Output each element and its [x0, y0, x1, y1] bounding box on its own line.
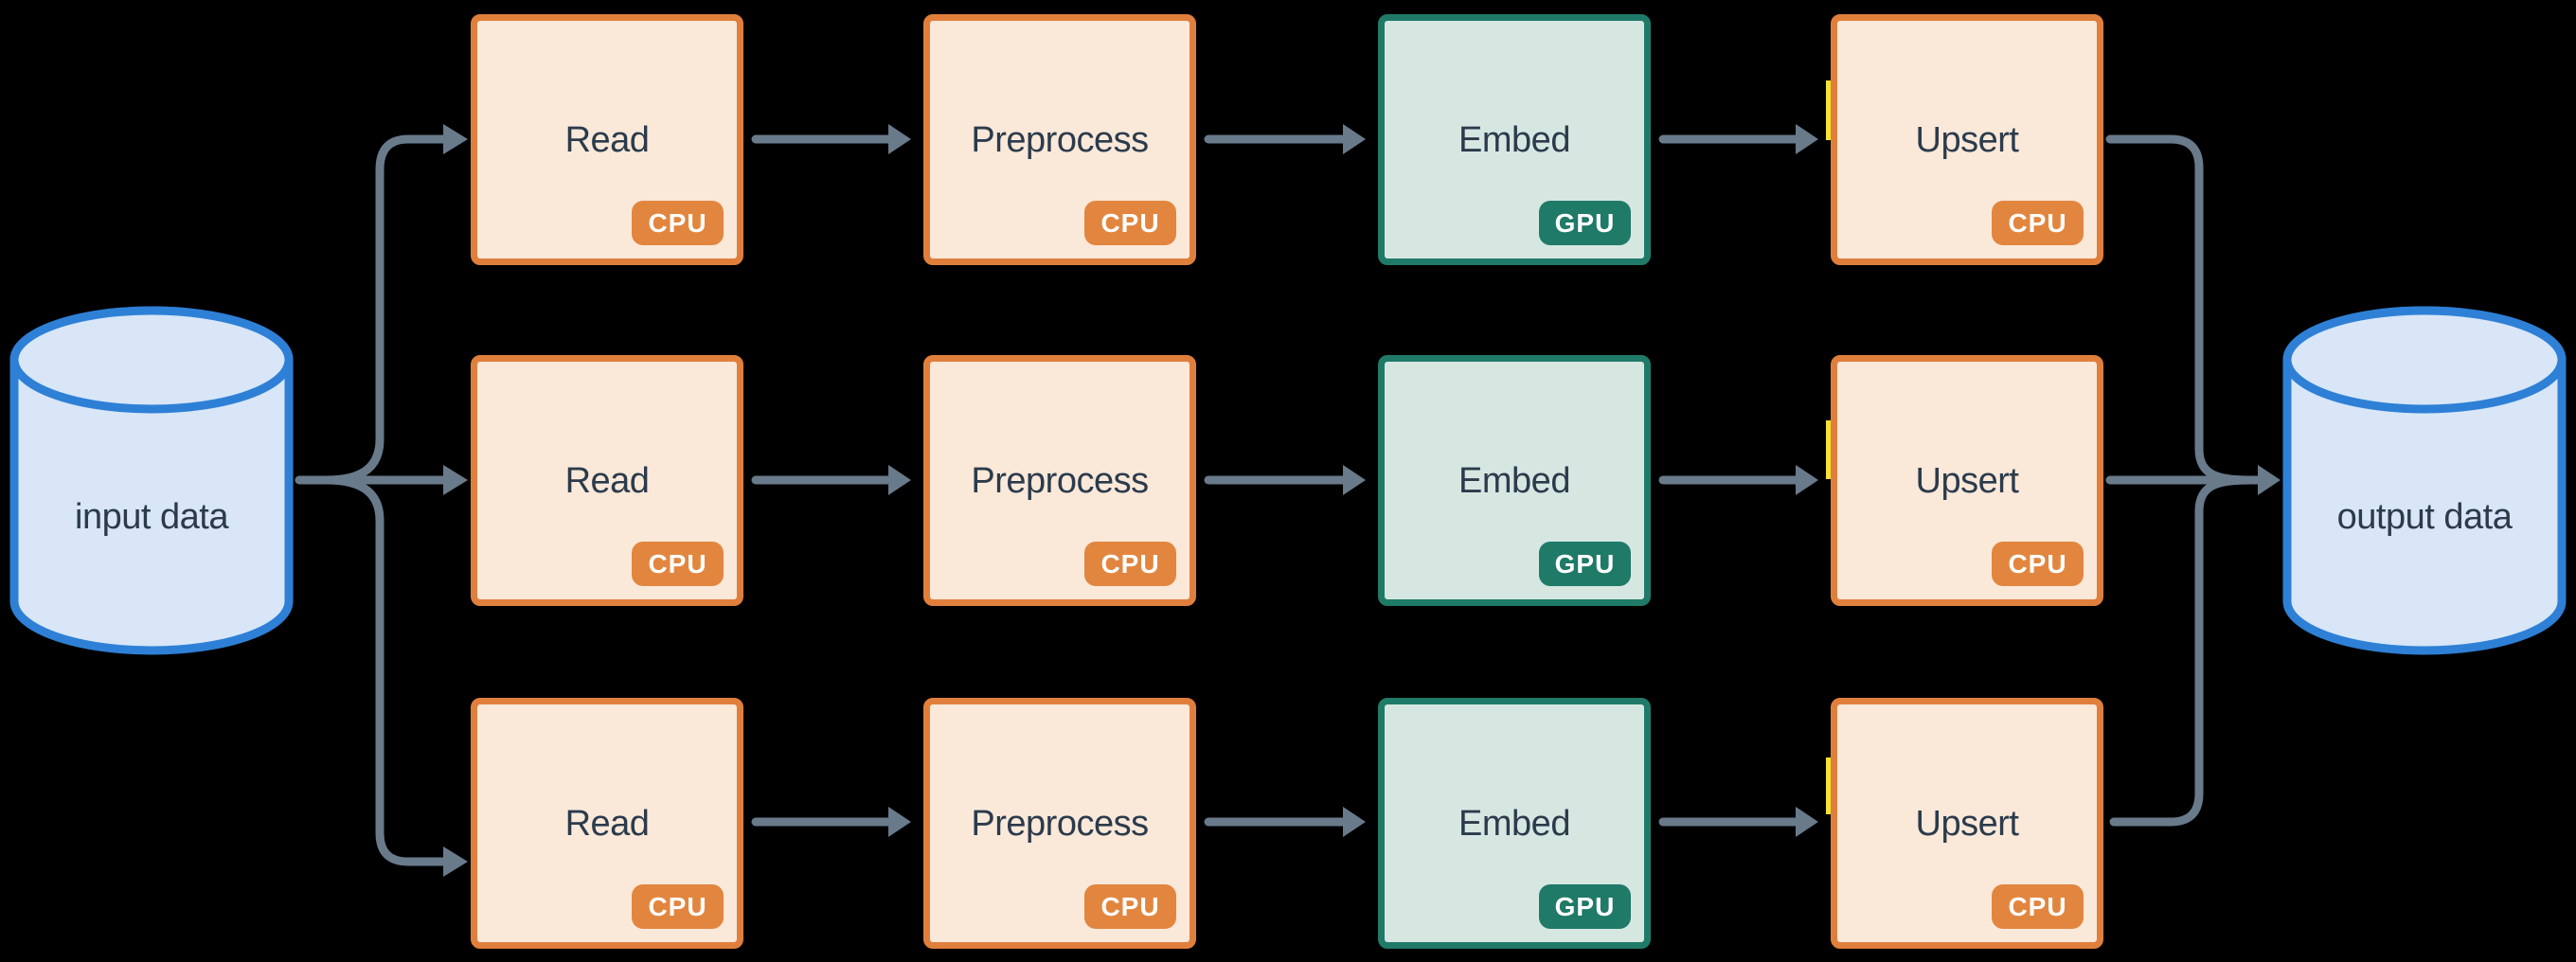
node-label: Upsert — [1915, 803, 2019, 844]
node-label: Embed — [1458, 803, 1570, 844]
input-db-label: input data — [75, 497, 228, 537]
node-preprocess-row1: Preprocess CPU — [923, 14, 1196, 265]
node-read-row1: Read CPU — [471, 14, 743, 265]
edge-upsert-row1-to-output — [2105, 134, 2257, 485]
node-read-row3: Read CPU — [471, 698, 743, 949]
input-database-cylinder — [9, 306, 294, 655]
node-embed-row1: Embed GPU — [1378, 14, 1651, 265]
gpu-badge: GPU — [1539, 201, 1631, 245]
yellow-artifact-row3 — [1826, 757, 1832, 814]
cpu-badge: CPU — [1992, 542, 2084, 586]
node-label: Preprocess — [971, 119, 1149, 160]
arrowhead-preprocess-row1 — [888, 124, 911, 154]
edge-input-to-read-row1 — [322, 134, 448, 485]
cpu-badge: CPU — [1992, 884, 2084, 929]
edge-upsert-row3-to-output — [2109, 475, 2257, 827]
arrowhead-upsert-row1 — [1796, 124, 1818, 154]
node-label: Preprocess — [971, 803, 1149, 844]
arrowhead-read-row1 — [443, 124, 468, 154]
node-label: Read — [564, 803, 650, 844]
cpu-badge: CPU — [1084, 542, 1176, 586]
yellow-artifact-row1 — [1826, 80, 1832, 140]
node-label: Preprocess — [971, 460, 1149, 501]
node-embed-row3: Embed GPU — [1378, 698, 1651, 949]
cpu-badge: CPU — [1992, 201, 2084, 245]
cpu-badge: CPU — [1084, 201, 1176, 245]
arrowhead-preprocess-row2 — [888, 465, 911, 495]
output-db-label: output data — [2336, 497, 2513, 537]
cpu-badge: CPU — [632, 542, 724, 586]
yellow-artifact-row2 — [1826, 420, 1832, 479]
arrowhead-upsert-row3 — [1796, 807, 1818, 837]
node-preprocess-row3: Preprocess CPU — [923, 698, 1196, 949]
node-label: Read — [564, 460, 650, 501]
gpu-badge: GPU — [1539, 542, 1631, 586]
arrowhead-upsert-row2 — [1796, 465, 1818, 495]
node-label: Read — [564, 119, 650, 160]
node-label: Upsert — [1915, 460, 2019, 501]
output-database-cylinder — [2282, 306, 2567, 655]
cpu-badge: CPU — [632, 201, 724, 245]
node-preprocess-row2: Preprocess CPU — [923, 355, 1196, 606]
node-label: Upsert — [1915, 119, 2019, 160]
node-label: Embed — [1458, 119, 1570, 160]
arrowhead-output — [2258, 465, 2281, 495]
arrowhead-read-row3 — [443, 846, 468, 877]
cpu-badge: CPU — [632, 884, 724, 929]
arrowhead-embed-row2 — [1343, 465, 1366, 495]
cpu-badge: CPU — [1084, 884, 1176, 929]
gpu-badge: GPU — [1539, 884, 1631, 929]
node-upsert-row3: Upsert CPU — [1831, 698, 2103, 949]
node-label: Embed — [1458, 460, 1570, 501]
node-read-row2: Read CPU — [471, 355, 743, 606]
node-upsert-row2: Upsert CPU — [1831, 355, 2103, 606]
node-upsert-row1: Upsert CPU — [1831, 14, 2103, 265]
edge-input-to-read-row3 — [322, 475, 448, 866]
arrowhead-preprocess-row3 — [888, 807, 911, 837]
node-embed-row2: Embed GPU — [1378, 355, 1651, 606]
arrowhead-read-row2 — [443, 465, 468, 495]
arrowhead-embed-row3 — [1343, 807, 1366, 837]
arrowhead-embed-row1 — [1343, 124, 1366, 154]
